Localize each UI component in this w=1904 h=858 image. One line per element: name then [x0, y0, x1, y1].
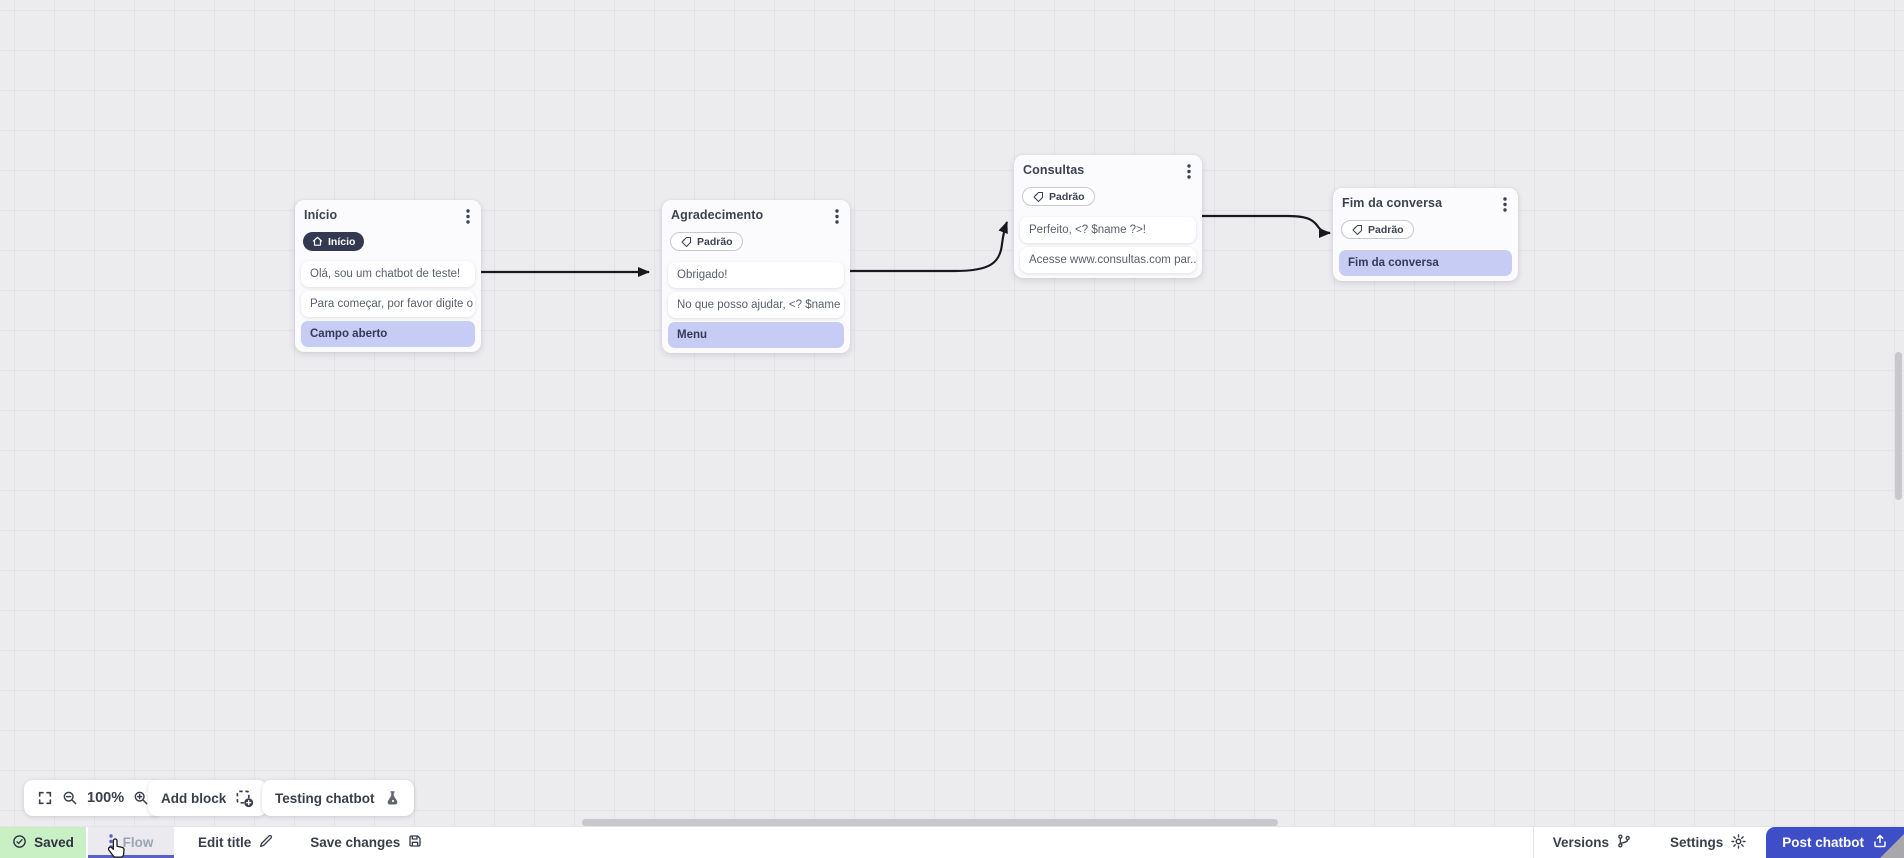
output-block[interactable]: Menu: [668, 321, 844, 348]
tag-icon: [1352, 224, 1363, 235]
flask-icon: [384, 789, 401, 807]
kebab-menu-icon[interactable]: [1185, 163, 1193, 185]
zoom-out-icon[interactable]: [62, 790, 78, 806]
zoom-in-icon[interactable]: [133, 790, 149, 806]
saved-label: Saved: [34, 835, 74, 850]
versions-button[interactable]: Versions: [1534, 827, 1651, 858]
kebab-menu-icon[interactable]: [1501, 196, 1509, 218]
tag-icon: [1033, 191, 1044, 202]
node-title: Agradecimento: [671, 208, 764, 222]
kebab-menu-icon[interactable]: [464, 208, 472, 230]
message-bubble[interactable]: Perfeito, <? $name ?>!: [1020, 216, 1196, 243]
edit-title-label: Edit title: [198, 835, 252, 850]
message-bubble[interactable]: Acesse www.consultas.com par...: [1020, 246, 1196, 273]
node-title: Início: [304, 208, 338, 222]
post-chatbot-button[interactable]: Post chatbot: [1766, 827, 1904, 858]
output-block[interactable]: Fim da conversa: [1339, 249, 1512, 276]
tag-icon: [681, 236, 692, 247]
upload-icon: [1872, 833, 1888, 852]
message-bubble[interactable]: No que posso ajudar, <? $name ...: [668, 291, 844, 318]
zoom-level: 100%: [87, 790, 125, 806]
fullscreen-icon[interactable]: [37, 790, 53, 806]
node-type-badge: Início: [303, 232, 365, 251]
bottom-bar-divider: [1532, 827, 1534, 858]
node-type-badge: Padrão: [1022, 187, 1095, 206]
post-chatbot-label: Post chatbot: [1782, 835, 1864, 850]
save-changes-button[interactable]: Save changes: [302, 827, 431, 858]
flow-tab[interactable]: Flow: [88, 827, 174, 858]
add-block-button[interactable]: Add block: [148, 780, 268, 816]
node-type-badge: Padrão: [670, 232, 743, 251]
save-icon: [407, 833, 423, 852]
flow-node-fim-da-conversa[interactable]: Fim da conversa Padrão Fim da conversa: [1333, 188, 1518, 281]
settings-label: Settings: [1669, 835, 1724, 850]
save-changes-label: Save changes: [310, 835, 401, 850]
settings-button[interactable]: Settings: [1651, 827, 1766, 858]
bottom-bar: Saved Flow Edit title Save changes Versi…: [0, 826, 1904, 858]
add-block-label: Add block: [161, 790, 227, 806]
zoom-controls: 100%: [24, 780, 163, 816]
testing-chatbot-button[interactable]: Testing chatbot: [262, 780, 414, 816]
horizontal-scrollbar[interactable]: [582, 819, 1278, 826]
node-title: Fim da conversa: [1342, 196, 1443, 210]
kebab-menu-icon[interactable]: [833, 208, 841, 230]
flow-node-inicio[interactable]: Início Início Olá, sou um chatbot de tes…: [295, 200, 481, 352]
versions-label: Versions: [1552, 835, 1609, 850]
flow-node-consultas[interactable]: Consultas Padrão Perfeito, <? $name ?>! …: [1014, 155, 1202, 278]
home-icon: [312, 236, 323, 246]
check-circle-icon: [12, 834, 27, 852]
output-block[interactable]: Campo aberto: [301, 321, 475, 347]
message-bubble[interactable]: Obrigado!: [668, 261, 844, 288]
gear-icon: [1730, 833, 1747, 853]
saved-status: Saved: [0, 827, 86, 858]
versions-branch-icon: [1616, 833, 1632, 852]
node-title: Consultas: [1023, 163, 1085, 177]
testing-chatbot-label: Testing chatbot: [275, 790, 375, 806]
add-block-icon: [235, 789, 254, 808]
flow-tab-label: Flow: [122, 835, 154, 850]
flow-node-agradecimento[interactable]: Agradecimento Padrão Obrigado! No que po…: [662, 200, 850, 353]
vertical-scrollbar[interactable]: [1895, 352, 1902, 500]
message-bubble[interactable]: Olá, sou um chatbot de teste!: [301, 261, 475, 287]
pencil-icon: [258, 833, 274, 852]
edit-title-button[interactable]: Edit title: [190, 827, 282, 858]
node-type-badge: Padrão: [1341, 220, 1414, 239]
message-bubble[interactable]: Para começar, por favor digite o ...: [301, 291, 475, 317]
kebab-menu-icon[interactable]: [108, 833, 113, 852]
